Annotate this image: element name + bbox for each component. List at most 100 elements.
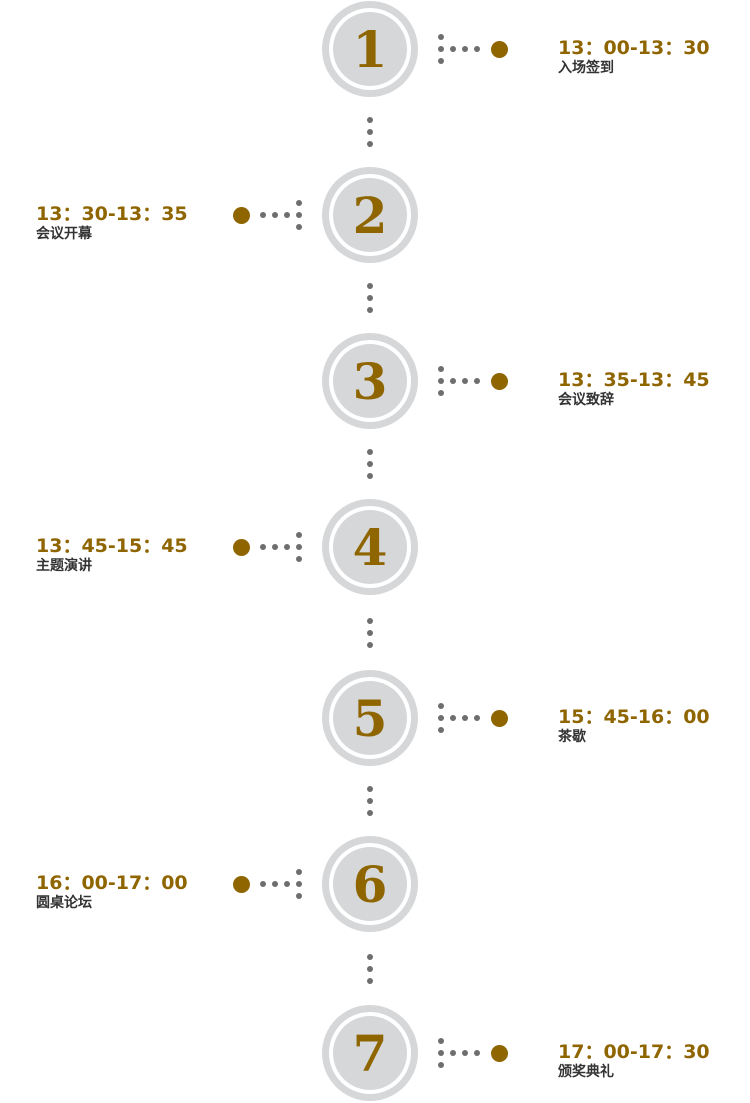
connector-dot	[438, 727, 444, 733]
vertical-connector-dot	[367, 473, 373, 479]
connector-dot	[438, 34, 444, 40]
step-number: 1	[333, 12, 407, 86]
circle-ring-gap: 6	[329, 843, 411, 925]
connector-dot	[438, 366, 444, 372]
step-number: 7	[333, 1016, 407, 1090]
step-number: 5	[333, 681, 407, 755]
step-number-circle: 7	[322, 1005, 418, 1101]
vertical-connector-dot	[367, 295, 373, 301]
marker-dot	[232, 206, 250, 224]
vertical-connector-dot	[367, 283, 373, 289]
step-number: 6	[333, 847, 407, 921]
connector-dot	[260, 881, 266, 887]
connector-dot	[296, 869, 302, 875]
connector-dot	[438, 1050, 444, 1056]
marker-dot	[490, 372, 508, 390]
marker-dot	[490, 40, 508, 58]
connector-dot	[296, 224, 302, 230]
vertical-connector-dot	[367, 641, 373, 648]
connector-dot	[296, 556, 302, 562]
connector-dot	[450, 715, 456, 721]
connector-dot	[474, 378, 480, 384]
connector-dot	[462, 1050, 468, 1056]
connector-dot	[438, 1062, 444, 1068]
vertical-connector-dot	[367, 307, 373, 313]
vertical-connector-dot	[367, 786, 373, 792]
step-number-circle: 6	[322, 836, 418, 932]
connector-dot	[296, 200, 302, 206]
circle-ring-gap: 1	[329, 8, 411, 90]
marker-dot	[490, 709, 508, 727]
vertical-connector-dot	[367, 977, 373, 984]
connector-dot	[462, 46, 468, 52]
connector-dot	[272, 212, 278, 218]
connector-dot	[474, 715, 480, 721]
connector-dot	[272, 881, 278, 887]
step-number: 3	[333, 344, 407, 418]
step-label: 会议致辞	[558, 392, 614, 408]
connector-dot	[438, 1038, 444, 1044]
connector-dot	[438, 46, 444, 52]
circle-ring-gap: 7	[329, 1012, 411, 1094]
connector-dot	[462, 715, 468, 721]
vertical-connector-dot	[367, 117, 373, 123]
vertical-connector-dot	[367, 965, 373, 972]
step-number-circle: 2	[322, 167, 418, 263]
vertical-connector-dot	[367, 461, 373, 467]
connector-dot	[284, 544, 290, 550]
step-time: 15：45-16：00	[558, 706, 710, 728]
connector-dot	[438, 390, 444, 396]
circle-ring-gap: 4	[329, 506, 411, 588]
connector-dot	[474, 46, 480, 52]
connector-dot	[296, 881, 302, 887]
step-label: 茶歇	[558, 729, 586, 745]
step-number-circle: 5	[322, 670, 418, 766]
marker-dot	[232, 875, 250, 893]
connector-dot	[296, 893, 302, 899]
marker-dot	[490, 1044, 508, 1062]
connector-dot	[438, 378, 444, 384]
circle-ring-gap: 5	[329, 677, 411, 759]
circle-ring-gap: 3	[329, 340, 411, 422]
step-time: 13：00-13：30	[558, 37, 710, 59]
vertical-connector-dot	[367, 798, 373, 804]
connector-dot	[260, 212, 266, 218]
connector-dot	[284, 212, 290, 218]
step-label: 颁奖典礼	[558, 1064, 614, 1080]
circle-ring-gap: 2	[329, 174, 411, 256]
connector-dot	[438, 58, 444, 64]
step-time: 13：30-13：35	[36, 203, 188, 225]
vertical-connector-dot	[367, 953, 373, 960]
step-label: 会议开幕	[36, 226, 92, 242]
step-number: 4	[333, 510, 407, 584]
step-time: 13：35-13：45	[558, 369, 710, 391]
step-number-circle: 1	[322, 1, 418, 97]
vertical-connector-dot	[367, 129, 373, 135]
step-number-circle: 3	[322, 333, 418, 429]
connector-dot	[260, 544, 266, 550]
vertical-connector-dot	[367, 141, 373, 147]
connector-dot	[450, 378, 456, 384]
connector-dot	[296, 212, 302, 218]
step-label: 入场签到	[558, 60, 614, 76]
connector-dot	[438, 715, 444, 721]
connector-dot	[450, 46, 456, 52]
marker-dot	[232, 538, 250, 556]
connector-dot	[284, 881, 290, 887]
vertical-connector-dot	[367, 810, 373, 816]
connector-dot	[296, 544, 302, 550]
connector-dot	[462, 378, 468, 384]
step-number-circle: 4	[322, 499, 418, 595]
connector-dot	[450, 1050, 456, 1056]
step-time: 13：45-15：45	[36, 535, 188, 557]
step-number: 2	[333, 178, 407, 252]
step-time: 16：00-17：00	[36, 872, 188, 894]
vertical-connector-dot	[367, 449, 373, 455]
